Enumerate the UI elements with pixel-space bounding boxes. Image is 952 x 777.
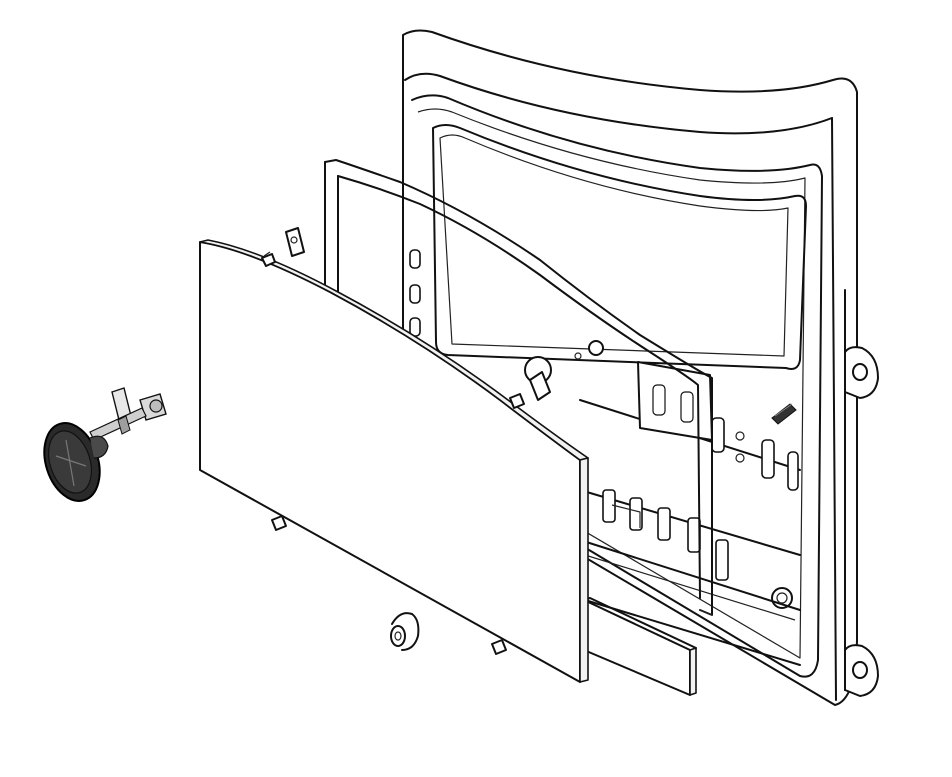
mounting-stud-lower-right	[491, 639, 507, 655]
mounting-stud-middle	[509, 393, 525, 409]
bolt-icon	[771, 403, 797, 425]
mounting-stud-top	[261, 251, 276, 267]
glass-retainer-clip-top	[285, 227, 305, 257]
handle-knob-assembly	[43, 387, 167, 502]
door-frame	[402, 29, 879, 706]
mounting-stud-lower-left	[271, 515, 287, 531]
latch-washer	[390, 612, 420, 651]
hinge-lug-lower	[844, 644, 879, 697]
glass-gasket-frame	[324, 159, 713, 616]
hinge-lug-upper	[844, 346, 879, 399]
glass-retainer-clip-middle	[524, 356, 552, 401]
knob-icon	[43, 422, 109, 502]
